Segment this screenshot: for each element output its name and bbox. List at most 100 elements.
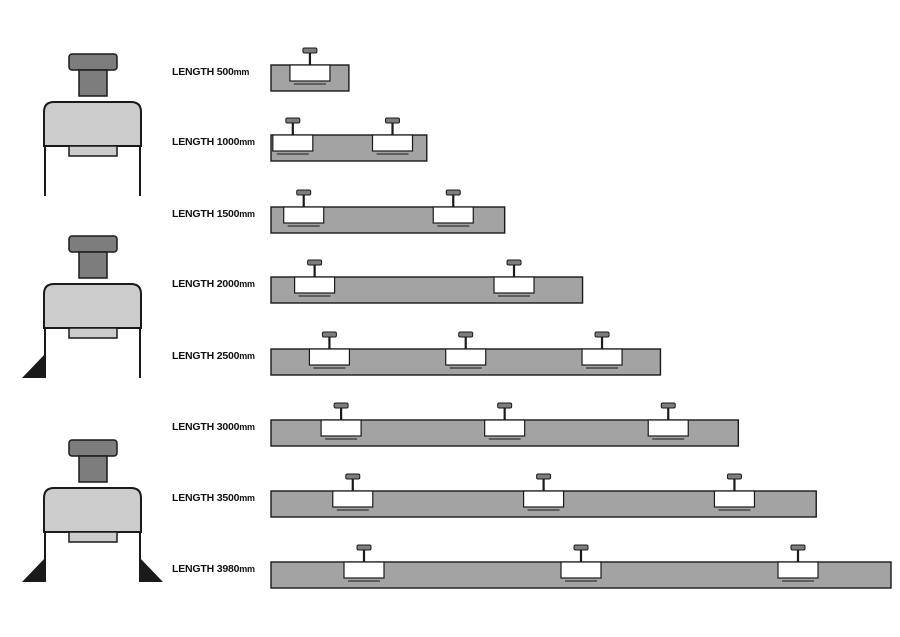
side-clamp-jaw <box>68 531 118 543</box>
length-label: LENGTH 3500mm <box>172 492 255 504</box>
length-label: LENGTH 2000mm <box>172 278 255 290</box>
length-label-unit: mm <box>239 137 255 147</box>
clamp-block <box>343 561 385 579</box>
length-label-prefix: LENGTH <box>172 350 217 362</box>
clamp-knob <box>660 402 676 409</box>
clamp <box>272 117 314 155</box>
length-row-2000: LENGTH 2000mm <box>172 259 584 304</box>
side-foot-right <box>140 558 163 582</box>
clamp-knob <box>726 473 742 480</box>
length-row-3980: LENGTH 3980mm <box>172 544 892 589</box>
clamp-knob <box>594 331 610 338</box>
length-label-prefix: LENGTH <box>172 66 217 78</box>
length-label: LENGTH 1500mm <box>172 208 255 220</box>
length-row-3000: LENGTH 3000mm <box>172 402 740 447</box>
length-label-prefix: LENGTH <box>172 563 217 575</box>
clamp-knob <box>333 402 349 409</box>
clamp-knob <box>285 117 301 124</box>
clamp-knob <box>307 259 323 266</box>
clamp <box>445 331 487 369</box>
clamp-block <box>432 206 474 224</box>
clamp <box>777 544 819 582</box>
side-view-single-foot <box>22 235 142 378</box>
side-views <box>22 53 163 582</box>
clamp-knob <box>790 544 806 551</box>
length-label-number: 1000 <box>217 136 240 148</box>
length-label-prefix: LENGTH <box>172 278 217 290</box>
side-neck <box>78 455 108 483</box>
clamp-knob <box>296 189 312 196</box>
clamp-knob <box>321 331 337 338</box>
side-foot-left <box>22 558 45 582</box>
side-knob <box>68 53 118 71</box>
length-row-500: LENGTH 500mm <box>172 47 350 92</box>
clamp-block <box>484 419 526 437</box>
clamp <box>320 402 362 440</box>
clamp <box>294 259 336 297</box>
side-knob <box>68 235 118 253</box>
clamp-knob <box>506 259 522 266</box>
length-label-unit: mm <box>239 564 255 574</box>
clamp <box>484 402 526 440</box>
length-label-unit: mm <box>239 209 255 219</box>
clamp-block <box>294 276 336 294</box>
length-label-number: 3980 <box>217 563 240 575</box>
length-label: LENGTH 3000mm <box>172 421 255 433</box>
side-clamp-jaw <box>68 145 118 157</box>
clamp-block <box>493 276 535 294</box>
clamp <box>332 473 374 511</box>
length-label-unit: mm <box>239 351 255 361</box>
length-label-number: 2000 <box>217 278 240 290</box>
clamp-block <box>283 206 325 224</box>
clamp <box>560 544 602 582</box>
side-foot-left <box>22 354 45 378</box>
length-row-1000: LENGTH 1000mm <box>172 117 428 162</box>
length-row-1500: LENGTH 1500mm <box>172 189 506 234</box>
clamp-knob <box>573 544 589 551</box>
clamp-knob <box>385 117 401 124</box>
clamp-knob <box>497 402 513 409</box>
side-neck <box>78 69 108 97</box>
clamp-block <box>320 419 362 437</box>
clamp-block <box>713 490 756 508</box>
clamp <box>523 473 565 511</box>
clamp <box>371 117 414 155</box>
clamp-block <box>289 64 331 82</box>
length-row-3500: LENGTH 3500mm <box>172 473 817 518</box>
length-label: LENGTH 1000mm <box>172 136 255 148</box>
clamp-knob <box>536 473 552 480</box>
clamp <box>308 331 351 369</box>
clamp <box>713 473 756 511</box>
clamp-block <box>581 348 623 366</box>
length-label-prefix: LENGTH <box>172 421 217 433</box>
length-label: LENGTH 3980mm <box>172 563 255 575</box>
side-body <box>43 487 142 533</box>
clamp <box>343 544 385 582</box>
length-label-prefix: LENGTH <box>172 136 217 148</box>
length-label-number: 1500 <box>217 208 240 220</box>
side-view-plain <box>43 53 142 196</box>
side-view-double-foot <box>22 439 163 582</box>
clamp-knob <box>445 189 461 196</box>
length-label: LENGTH 500mm <box>172 66 249 78</box>
length-label-unit: mm <box>234 67 250 77</box>
clamp-knob <box>356 544 372 551</box>
clamp-block <box>445 348 487 366</box>
clamp-block <box>777 561 819 579</box>
length-label-unit: mm <box>239 422 255 432</box>
length-label-unit: mm <box>239 279 255 289</box>
clamp-knob <box>302 47 318 54</box>
length-label-unit: mm <box>239 493 255 503</box>
clamp-block <box>332 490 374 508</box>
clamp <box>432 189 474 227</box>
clamp <box>647 402 689 440</box>
clamp <box>289 47 331 85</box>
clamp-block <box>371 134 414 152</box>
length-row-2500: LENGTH 2500mm <box>172 331 662 376</box>
length-label-number: 3000 <box>217 421 240 433</box>
clamp-block <box>308 348 351 366</box>
length-label-prefix: LENGTH <box>172 208 217 220</box>
clamp-block <box>272 134 314 152</box>
